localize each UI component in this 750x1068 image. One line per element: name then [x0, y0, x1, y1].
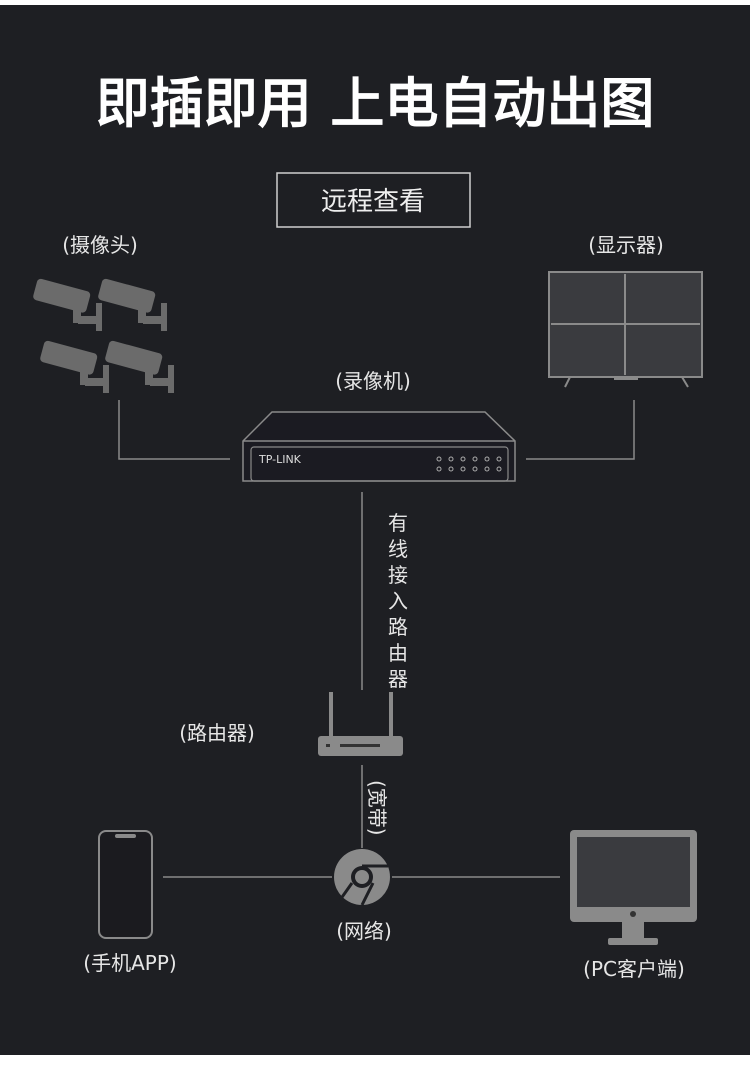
svg-text:器: 器: [388, 667, 408, 691]
monitor-icon: [548, 271, 703, 388]
camera-icon: [33, 278, 174, 393]
nvr-label: (录像机): [335, 369, 411, 393]
svg-text:接: 接: [388, 563, 408, 587]
nvr-brand: TP-LINK: [258, 453, 302, 466]
phone-label: (手机APP): [83, 951, 176, 975]
pc-label: (PC客户端): [583, 957, 685, 981]
page-title: 即插即用 上电自动出图: [96, 72, 655, 135]
connection-lines: [118, 400, 635, 878]
pc-icon: [570, 830, 697, 945]
svg-text:有: 有: [388, 511, 408, 535]
remote-view-box: [276, 172, 471, 228]
svg-text:入: 入: [388, 589, 408, 613]
nvr-icon: TP-LINK: [242, 411, 516, 482]
wired-router-text: 有 线 接 入 路 由 器: [388, 511, 408, 691]
phone-icon: [98, 830, 153, 939]
svg-text:路: 路: [388, 615, 408, 639]
router-label: (路由器): [179, 721, 255, 745]
svg-text:线: 线: [388, 537, 408, 561]
monitor-label: (显示器): [588, 233, 664, 257]
broadband-label: (宽带): [365, 780, 389, 836]
remote-view-label: 远程查看: [321, 187, 425, 217]
svg-text:由: 由: [388, 641, 408, 665]
camera-label: (摄像头): [62, 233, 138, 257]
network-icon: [334, 849, 390, 906]
router-icon: [318, 692, 403, 756]
network-label: (网络): [336, 919, 392, 943]
